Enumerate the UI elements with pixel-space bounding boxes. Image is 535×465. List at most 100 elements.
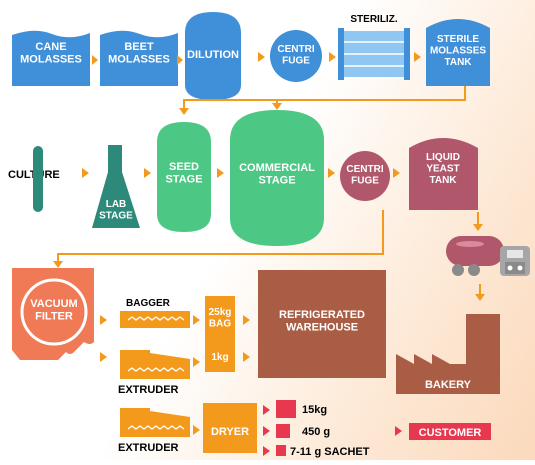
dryer: DRYER	[203, 403, 257, 453]
bakery-label: BAKERY	[425, 379, 472, 391]
pack-450g-label: 450 g	[302, 426, 330, 438]
dryer-label: DRYER	[211, 426, 249, 438]
arrow-r1-5	[414, 52, 421, 62]
truck-light-2	[517, 265, 523, 271]
label-line: FUGE	[351, 176, 379, 187]
seed-stage-shape	[157, 122, 211, 232]
arrow-r2-3	[217, 168, 224, 178]
dilution-label: DILUTION	[187, 49, 239, 61]
tanker-truck-icon	[446, 236, 530, 276]
bagger-belt	[120, 311, 190, 328]
pack-sachet-label: 7-11 g SACHET	[290, 446, 370, 458]
connector-1-2	[183, 86, 466, 110]
extruder-2-zigzag	[127, 425, 185, 430]
connector-2-3	[57, 210, 384, 262]
block-1kg-shape	[205, 340, 235, 372]
truck-wheel-1	[452, 264, 464, 276]
arrow-r3-1	[100, 315, 107, 325]
arrow-r2-1	[82, 168, 89, 178]
label-line: BEET	[124, 41, 154, 53]
truck-tank-body	[446, 236, 504, 266]
commercial-stage-shape	[230, 110, 324, 246]
label-line: STAGE	[99, 211, 133, 222]
arrow-r3-6	[243, 352, 250, 362]
label-line: MOLASSES	[430, 46, 486, 57]
connector-2-3-arrow	[53, 261, 63, 268]
label-line: FUGE	[282, 56, 310, 67]
extruder-2-label: EXTRUDER	[118, 442, 179, 454]
pack-450g-icon	[276, 424, 290, 438]
extruder-1	[120, 350, 190, 379]
arrow-r4-5	[395, 426, 402, 436]
cane-molasses-shape	[12, 30, 90, 86]
label-line: SEED	[169, 161, 199, 173]
customer-box: CUSTOMER	[409, 423, 491, 440]
liquid-tank-shape	[409, 138, 478, 210]
truck-tank-shine	[456, 241, 484, 247]
label-line: COMMERCIAL	[239, 162, 315, 174]
label-line: CENTRI	[346, 164, 383, 175]
arrow-r1-3	[258, 52, 265, 62]
sterilizer-label: STERILIZ.	[350, 14, 397, 25]
label-line: YEAST	[426, 164, 459, 175]
label-line: BAG	[209, 319, 231, 330]
label-line: FILTER	[35, 311, 73, 323]
sterilizer-cap-right	[404, 28, 410, 80]
truck-grille	[505, 262, 525, 274]
sterile-tank-shape	[426, 19, 490, 86]
pack-15kg-label: 15kg	[302, 404, 327, 416]
truck-light-1	[507, 265, 513, 271]
extruder-1-label: EXTRUDER	[118, 384, 179, 396]
bagger-label: BAGGER	[126, 298, 171, 309]
connector-1-2-arrow-b	[272, 103, 282, 110]
dryer-shape	[203, 403, 257, 453]
arrow-r4-3	[263, 426, 270, 436]
block-1kg: 1kg	[205, 340, 235, 372]
arrow-r2-4	[328, 168, 335, 178]
arrow-r1-4	[329, 52, 336, 62]
sterilizer: STERILIZ.	[338, 14, 410, 80]
extruder-1-head	[120, 350, 190, 362]
label-line: CENTRI	[277, 44, 314, 55]
vacuum-filter-drum	[20, 278, 88, 346]
bagger-zigzag	[127, 316, 185, 321]
bagger-conveyor	[120, 311, 190, 328]
bakery-building: BAKERY	[396, 314, 500, 394]
extruder-2-belt	[120, 420, 190, 437]
block-1kg-label: 1kg	[211, 352, 228, 363]
customer-shape	[409, 423, 491, 440]
arrow-r3-5	[193, 357, 200, 367]
arrow-r3-4	[243, 315, 250, 325]
bakery-shape	[396, 314, 500, 394]
arrow-r4-4	[263, 446, 270, 456]
label-line: REFRIGERATED	[279, 309, 365, 321]
lab-flask-shape	[92, 145, 140, 228]
label-line: CANE	[35, 41, 66, 53]
arrow-r1-2	[177, 55, 183, 65]
extruder-1-belt	[120, 362, 190, 379]
label-line: TANK	[444, 57, 472, 68]
label-line: LAB	[106, 199, 127, 210]
dilution-tank: DILUTION	[185, 12, 241, 100]
label-line: STERILE	[437, 34, 480, 45]
centrifuge-2-shape	[340, 151, 390, 201]
